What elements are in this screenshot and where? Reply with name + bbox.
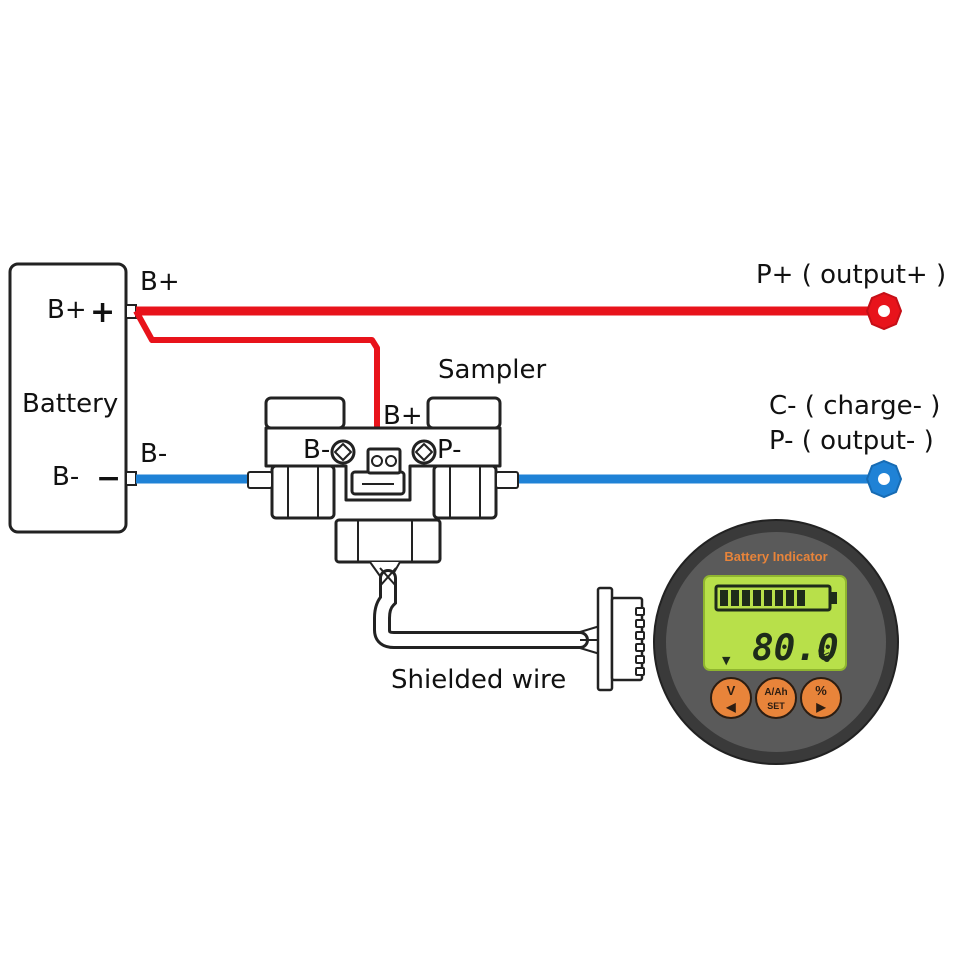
- sampler-bplus-jack: [366, 447, 402, 475]
- indicator-connector: [596, 586, 645, 692]
- negative-output-terminal: [865, 459, 903, 499]
- battery-positive-sign: +: [90, 295, 115, 330]
- negative-output-label: P- ( output- ): [769, 426, 934, 456]
- sampler-left-bolt: [270, 464, 336, 520]
- cable-label: Shielded wire: [391, 665, 566, 695]
- sampler-bminus-label: B-: [303, 435, 330, 465]
- positive-output-terminal: [865, 291, 903, 331]
- battery-negative-terminal-label: B-: [52, 462, 79, 492]
- wires: B+ B-: [133, 267, 872, 484]
- battery-level-segment: [742, 590, 750, 606]
- battery-positive-terminal: [125, 304, 137, 319]
- battery-level-segment: [753, 590, 761, 606]
- positive-wire-label: B+: [140, 267, 180, 297]
- battery-level-gauge: [714, 584, 837, 612]
- lcd-down-indicator: ▼: [722, 654, 731, 667]
- battery-label: Battery: [22, 389, 118, 419]
- battery-level-segment: [797, 590, 805, 606]
- sampler-connector: [334, 518, 442, 564]
- indicator-title: Battery Indicator: [724, 549, 827, 564]
- battery-body: [8, 262, 128, 534]
- sampler-pminus-label: P-: [437, 435, 462, 465]
- positive-output-label: P+ ( output+ ): [756, 260, 946, 290]
- lcd-unit: %: [818, 643, 830, 667]
- aah-button-label: A/Ah: [764, 687, 787, 698]
- charge-negative-label: C- ( charge- ): [769, 391, 940, 421]
- battery-level-segment: [731, 590, 739, 606]
- battery-indicator: Battery Indicator ▼ 80.0 % V ◀ A/Ah SET …: [653, 519, 899, 765]
- sampler-right-top-block: [426, 396, 502, 430]
- battery-level-segment: [786, 590, 794, 606]
- negative-wire-label: B-: [140, 439, 167, 469]
- set-button-label: SET: [767, 701, 785, 711]
- battery-level-segments: [720, 590, 805, 606]
- right-arrow-icon: ▶: [815, 700, 826, 714]
- lcd-reading: 80.0: [752, 628, 839, 669]
- cable-outer: [373, 569, 589, 649]
- sampler: [247, 396, 519, 577]
- cable-inner: [376, 572, 586, 646]
- percent-button-label: %: [815, 683, 827, 698]
- sampler-pminus-screw: [411, 439, 437, 465]
- sampler-bplus-label: B+: [383, 401, 423, 431]
- aah-set-button[interactable]: A/Ah SET: [755, 677, 797, 719]
- battery-positive-terminal-label: B+: [47, 295, 87, 325]
- battery-level-segment: [764, 590, 772, 606]
- indicator-lcd: [703, 575, 847, 671]
- battery-level-segment: [720, 590, 728, 606]
- percent-right-button[interactable]: % ▶: [800, 677, 842, 719]
- battery-negative-terminal: [125, 471, 137, 486]
- sampler-bplus-lead: [133, 309, 380, 466]
- battery-negative-sign: −: [96, 461, 121, 496]
- left-arrow-icon: ◀: [725, 700, 736, 714]
- sampler-right-bolt: [432, 464, 498, 520]
- sampler-left-top-block: [264, 396, 346, 430]
- sampler-bminus-screw: [330, 439, 356, 465]
- battery-level-segment: [775, 590, 783, 606]
- output-terminals: P+ ( output+ ) C- ( charge- ) P- ( outpu…: [756, 260, 946, 499]
- battery: Battery B+ + B- −: [8, 262, 137, 534]
- shielded-cable: Shielded wire: [373, 567, 601, 695]
- v-left-button[interactable]: V ◀: [710, 677, 752, 719]
- v-button-label: V: [727, 683, 736, 698]
- sampler-title: Sampler: [438, 355, 546, 385]
